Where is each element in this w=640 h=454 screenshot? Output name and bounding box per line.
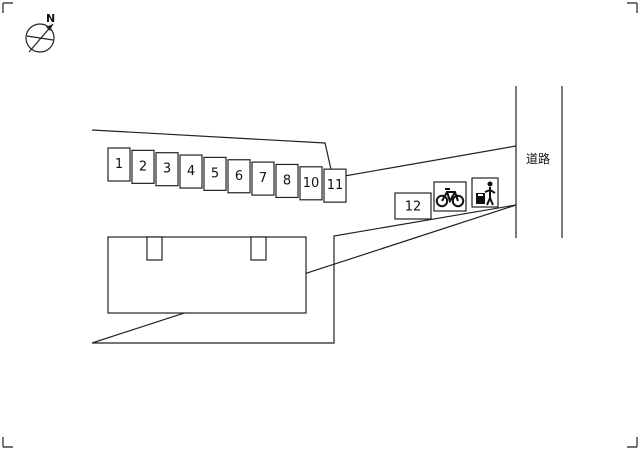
parking-space-label: 8	[283, 173, 291, 188]
parking-space-1: 1	[107, 147, 131, 182]
corner-mark-top-left	[2, 2, 13, 13]
trash-disposal-icon	[471, 177, 499, 208]
parking-space-outline	[107, 147, 131, 182]
parking-space-outline	[179, 154, 203, 189]
parking-space-outline	[275, 163, 299, 199]
parking-space-8: 8	[275, 163, 299, 199]
parking-space-outline	[251, 161, 275, 196]
parking-space-label: 7	[259, 171, 267, 186]
parking-space-5: 5	[203, 156, 227, 191]
corner-mark-bottom-left	[2, 437, 13, 448]
parking-space-outline	[299, 166, 323, 201]
building-entrance	[250, 236, 267, 261]
parking-space-11: 11	[323, 168, 347, 203]
parking-space-label: 2	[139, 159, 147, 174]
parking-row: 1 2 3 4 5 6 7 8 10 11	[107, 147, 347, 203]
parking-space-label: 10	[303, 176, 320, 191]
parking-space-outline	[203, 156, 227, 191]
parking-space-outline	[131, 149, 155, 184]
road: 道路	[515, 86, 563, 238]
parking-space-3: 3	[155, 152, 179, 187]
building	[107, 236, 307, 314]
building-outline	[107, 236, 307, 314]
parking-space-label: 11	[327, 178, 344, 193]
corner-mark-top-right	[627, 2, 638, 13]
compass-north-label: N	[46, 12, 55, 25]
parking-space-6: 6	[227, 159, 251, 194]
parking-space-4: 4	[179, 154, 203, 189]
bicycle-parking-icon	[433, 181, 467, 212]
corner-marks	[2, 2, 638, 448]
parking-space-2: 2	[131, 149, 155, 184]
parking-space-label: 5	[211, 166, 219, 181]
parking-space-outline	[227, 159, 251, 194]
parking-space-label: 4	[187, 164, 195, 179]
parking-space-outline	[155, 152, 179, 187]
parking-space-10: 10	[299, 166, 323, 201]
parking-space-outline	[323, 168, 347, 203]
parking-space-label: 3	[163, 162, 171, 177]
parking-space-label: 1	[115, 157, 123, 172]
corner-mark-bottom-right	[627, 437, 638, 448]
compass-north-icon: N	[25, 12, 55, 53]
parking-space-label: 6	[235, 169, 243, 184]
road-label: 道路	[526, 151, 550, 166]
parking-space-7: 7	[251, 161, 275, 196]
parking-space-label: 12	[405, 200, 422, 215]
building-entrance	[146, 236, 163, 261]
parking-space-12: 12	[394, 192, 432, 220]
